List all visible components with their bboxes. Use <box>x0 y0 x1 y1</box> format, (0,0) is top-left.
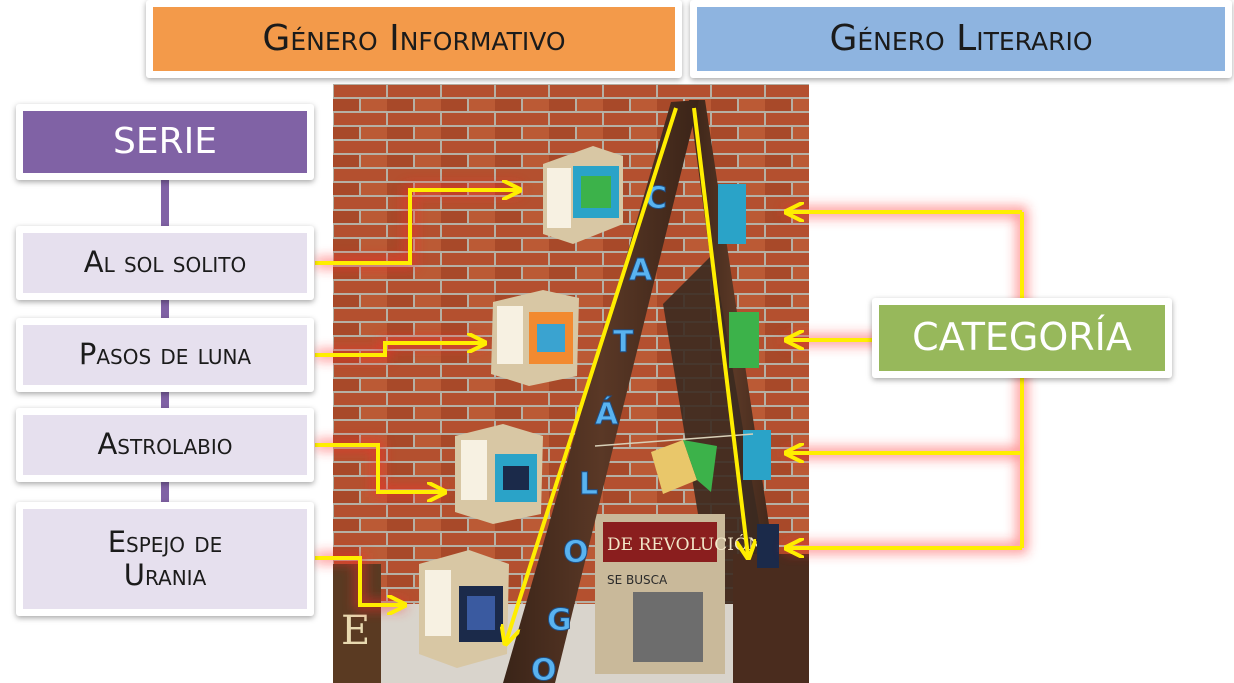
book-title-text: DE REVOLUCIÓN <box>607 534 763 555</box>
catalog-cube <box>419 550 509 668</box>
spine-letter: G <box>547 603 572 638</box>
catalog-cube <box>757 524 779 568</box>
serie-item-label: Al sol solito <box>23 233 307 293</box>
serie-item-pasos-de-luna: Pasos de luna <box>16 318 314 392</box>
spine-letter: C <box>645 181 667 216</box>
serie-item-label: Espejo de Urania <box>23 509 307 609</box>
serie-item-al-sol-solito: Al sol solito <box>16 226 314 300</box>
catalog-cube <box>743 430 771 480</box>
genero-literario-label: Género Literario <box>697 7 1225 71</box>
genero-informativo-label: Género Informativo <box>153 7 675 71</box>
spine-letter: Á <box>595 396 619 432</box>
categoria-label: CATEGORÍA <box>879 305 1165 371</box>
left-book-letter: E <box>341 608 370 654</box>
serie-item-espejo-de-urania: Espejo de Urania <box>16 502 314 616</box>
serie-item-astrolabio: Astrolabio <box>16 408 314 482</box>
categoria-bracket <box>788 212 1024 548</box>
book-subtitle-text: SE BUSCA <box>607 573 668 587</box>
serie-title: SERIE <box>23 111 307 173</box>
genero-informativo-box: Género Informativo <box>146 0 682 78</box>
serie-item-label: Pasos de luna <box>23 325 307 385</box>
catalog-cube <box>491 290 579 386</box>
categoria-box: CATEGORÍA <box>872 298 1172 378</box>
serie-item-label: Astrolabio <box>23 415 307 475</box>
catalog-display-photo: E DE REVOLUCIÓN SE BUSCA <box>333 84 809 683</box>
genero-literario-box: Género Literario <box>690 0 1232 78</box>
catalog-cube <box>718 184 746 244</box>
spine-letter: L <box>579 467 598 502</box>
spine-letter: A <box>629 253 653 288</box>
catalog-cube <box>455 424 543 524</box>
serie-box: SERIE <box>16 104 314 180</box>
spine-letter: T <box>613 325 634 360</box>
catalog-cube <box>729 312 759 368</box>
spine-letter: O <box>563 535 589 570</box>
spine-letter: O <box>531 653 557 683</box>
